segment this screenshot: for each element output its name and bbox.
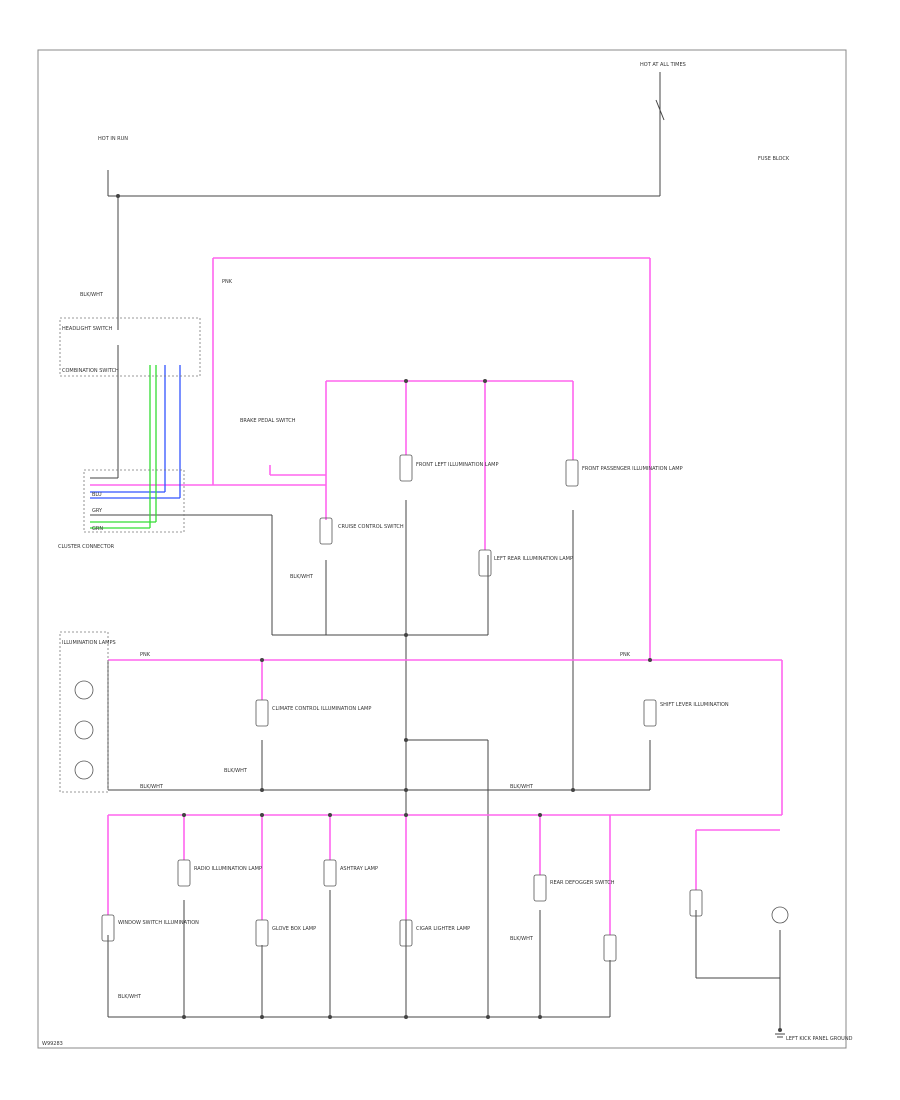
label-headlight-switch: HEADLIGHT SWITCH: [62, 326, 113, 332]
wire-label-blk-wht-4: BLK/WHT: [224, 768, 248, 774]
label-cluster-connector: CLUSTER CONNECTOR: [58, 544, 115, 550]
cluster-lamps: [74, 680, 94, 780]
blue-wires: [90, 365, 181, 499]
power-wires: [90, 72, 781, 1030]
label-climate-control-illumination: CLIMATE CONTROL ILLUMINATION LAMP: [272, 706, 371, 712]
wire-label-pnk-cluster: PNK: [140, 652, 151, 658]
green-wires: [90, 365, 157, 529]
wire-label-pnk-top: PNK: [222, 279, 233, 285]
component-outlines: [59, 317, 201, 793]
label-cigar-lighter-lamp: CIGAR LIGHTER LAMP: [416, 926, 470, 932]
label-left-rear-illumination: LEFT REAR ILLUMINATION LAMP: [494, 556, 573, 562]
wire-label-blk-wht-2: BLK/WHT: [290, 574, 314, 580]
label-hot-at-all-times: HOT AT ALL TIMES: [640, 62, 686, 68]
label-rear-defogger-switch: REAR DEFOGGER SWITCH: [550, 880, 615, 886]
wire-label-blu: BLU: [92, 492, 102, 498]
lamp-symbols: [101, 454, 789, 962]
label-combination-switch: COMBINATION SWITCH: [62, 368, 119, 374]
wire-label-blk-wht-6: BLK/WHT: [118, 994, 142, 1000]
diagram-frame: [37, 49, 847, 1049]
wire-label-blk-wht-7: BLK/WHT: [510, 936, 534, 942]
footer-code: W99283: [42, 1041, 63, 1047]
label-cruise-control-switch: CRUISE CONTROL SWITCH: [338, 524, 404, 530]
junction-dots: [116, 194, 782, 1032]
label-glove-box-lamp: GLOVE BOX LAMP: [272, 926, 316, 932]
ground-symbol: [775, 1033, 785, 1038]
label-front-passenger-illumination: FRONT PASSENGER ILLUMINATION LAMP: [582, 466, 683, 472]
label-fuse-block: FUSE BLOCK: [758, 156, 790, 162]
label-radio-illumination: RADIO ILLUMINATION LAMP: [194, 866, 262, 872]
wire-label-gry: GRY: [92, 508, 103, 514]
label-front-left-illumination: FRONT LEFT ILLUMINATION LAMP: [416, 462, 499, 468]
wire-label-blk-wht-3: BLK/WHT: [140, 784, 164, 790]
label-ashtray-lamp: ASHTRAY LAMP: [340, 866, 378, 872]
illumination-wires: [90, 257, 783, 935]
wire-label-blk-wht-1: BLK/WHT: [80, 292, 104, 298]
wire-label-blk-wht-5: BLK/WHT: [510, 784, 534, 790]
label-ground-left-kick-panel: LEFT KICK PANEL GROUND: [786, 1036, 853, 1042]
wire-label-grn: GRN: [92, 526, 103, 532]
wire-label-pnk-right: PNK: [620, 652, 631, 658]
label-illumination-lamps: ILLUMINATION LAMPS: [62, 640, 116, 646]
label-brake-pedal-switch: BRAKE PEDAL SWITCH: [240, 418, 296, 424]
label-window-switch-illumination: WINDOW SWITCH ILLUMINATION: [118, 920, 199, 926]
label-shift-lever-illumination: SHIFT LEVER ILLUMINATION: [660, 702, 729, 708]
label-hot-in-run: HOT IN RUN: [98, 136, 128, 142]
